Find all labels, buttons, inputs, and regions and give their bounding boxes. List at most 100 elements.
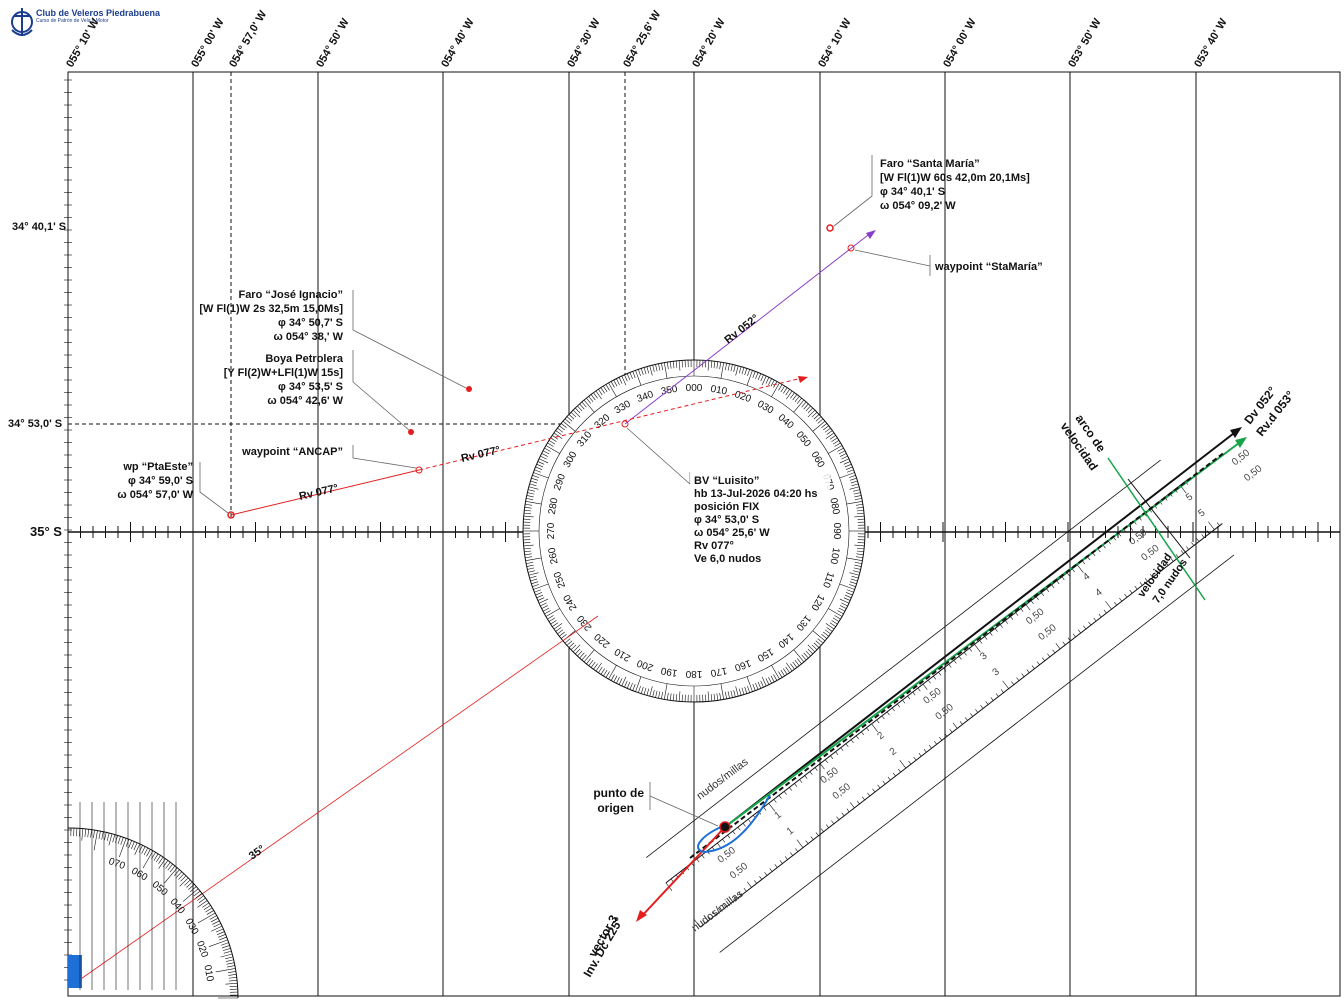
ruler-tick <box>846 808 850 813</box>
ruler-tick <box>1077 564 1084 573</box>
ruler-tick <box>1051 584 1055 589</box>
lat-34-40: 34° 40,1' S <box>12 221 66 233</box>
protractor-tick <box>533 583 549 590</box>
ruler-tick <box>899 760 907 769</box>
protractor-tick <box>669 361 672 369</box>
protractor-tick <box>785 389 790 396</box>
course-name: Curso de Patrón de Vela y Motor <box>36 18 109 24</box>
ruler-tick <box>980 705 984 709</box>
protractor-tick <box>807 648 814 655</box>
protractor-tick <box>632 371 636 379</box>
protractor-tick <box>675 694 678 702</box>
protractor-tick <box>664 683 668 700</box>
ruler-tick <box>912 691 916 696</box>
ruler-tick <box>1139 581 1143 586</box>
protractor-tick <box>524 553 532 556</box>
protractor-tick <box>855 556 863 559</box>
ruler-tick <box>856 800 860 805</box>
protractor-tick <box>548 617 556 622</box>
protractor-tick <box>857 512 865 515</box>
protractor-tick <box>635 676 642 692</box>
quarter-lines <box>79 802 177 990</box>
ruler-tick <box>742 823 746 827</box>
ruler-tick <box>871 723 878 732</box>
protractor-tick <box>727 691 730 699</box>
protractor-tick <box>557 427 564 433</box>
ruler-tick <box>948 664 952 668</box>
protractor-tick <box>579 403 585 410</box>
quarter-tick <box>213 923 221 928</box>
arco-velocidad-label: arco de velocidad <box>1058 412 1109 473</box>
protractor-tick <box>564 418 571 424</box>
protractor-tick <box>527 492 535 495</box>
quarter-tick <box>221 942 229 946</box>
protractor-tick <box>525 503 533 506</box>
ruler-tick <box>1083 625 1087 630</box>
vector-3 <box>639 826 726 919</box>
protractor-tick <box>678 691 681 702</box>
protractor-tick <box>794 396 800 402</box>
protractor-tick <box>534 589 542 593</box>
ruler-outer <box>719 554 1235 953</box>
protractor-tick <box>538 458 549 464</box>
ruler-tick <box>849 802 855 809</box>
protractor-tick <box>610 674 615 681</box>
protractor-tick <box>856 506 864 509</box>
protractor-tick <box>530 578 538 582</box>
ruler-tick <box>759 876 763 880</box>
protractor-tick <box>854 498 862 501</box>
ruler-tick <box>1015 612 1019 616</box>
ruler-tick <box>768 803 776 812</box>
protractor-tick <box>735 686 739 697</box>
protractor-tick <box>658 691 661 699</box>
protractor-tick <box>838 450 846 455</box>
protractor-tick <box>583 399 595 413</box>
ruler-label: 2 <box>888 746 899 758</box>
protractor-tick <box>744 686 748 694</box>
quarter-tick <box>98 831 101 840</box>
protractor-tick <box>629 682 633 690</box>
protractor-tick <box>844 594 852 599</box>
quarter-tick <box>165 862 171 869</box>
protractor-label: 100 <box>827 547 841 566</box>
protractor-tick <box>586 658 592 665</box>
protractor-tick <box>643 367 647 375</box>
protractor-tick <box>618 377 623 384</box>
ruler-tick <box>1000 689 1004 693</box>
protractor-label: 270 <box>546 522 557 539</box>
protractor-tick <box>811 644 818 651</box>
ruler-tick <box>881 715 885 720</box>
ruler-tick <box>970 713 973 717</box>
arrow-rvd053-icon <box>1235 437 1247 448</box>
protractor-tick <box>593 392 598 399</box>
protractor-tick <box>813 642 820 648</box>
quarter-label: 040 <box>168 896 187 916</box>
protractor-tick <box>844 463 852 468</box>
protractor-tick <box>638 369 641 377</box>
ruler-tick <box>933 675 936 680</box>
ruler-tick <box>1030 600 1034 604</box>
protractor-tick <box>552 622 559 627</box>
quarter-tick <box>217 931 225 935</box>
protractor-tick <box>524 506 532 509</box>
protractor-tick <box>632 683 636 691</box>
protractor-tick <box>621 375 627 386</box>
ruler-tick <box>820 828 824 832</box>
protractor-tick <box>854 495 862 498</box>
protractor-tick <box>559 425 565 431</box>
protractor-tick <box>738 688 742 696</box>
protractor-tick <box>801 401 807 408</box>
protractor-tick <box>807 409 816 418</box>
protractor-tick <box>548 440 556 445</box>
line-35deg <box>67 615 599 989</box>
ruler-label: 0,50 <box>1037 622 1059 643</box>
quarter-tick <box>220 953 233 958</box>
ruler-tick <box>1052 649 1056 654</box>
protractor-tick <box>529 575 537 579</box>
protractor-tick <box>765 377 770 384</box>
ruler-tick <box>995 693 999 697</box>
protractor-tick <box>770 379 775 387</box>
ruler-tick <box>779 860 783 864</box>
protractor-tick <box>550 620 557 625</box>
ruler-tick <box>1158 563 1164 570</box>
